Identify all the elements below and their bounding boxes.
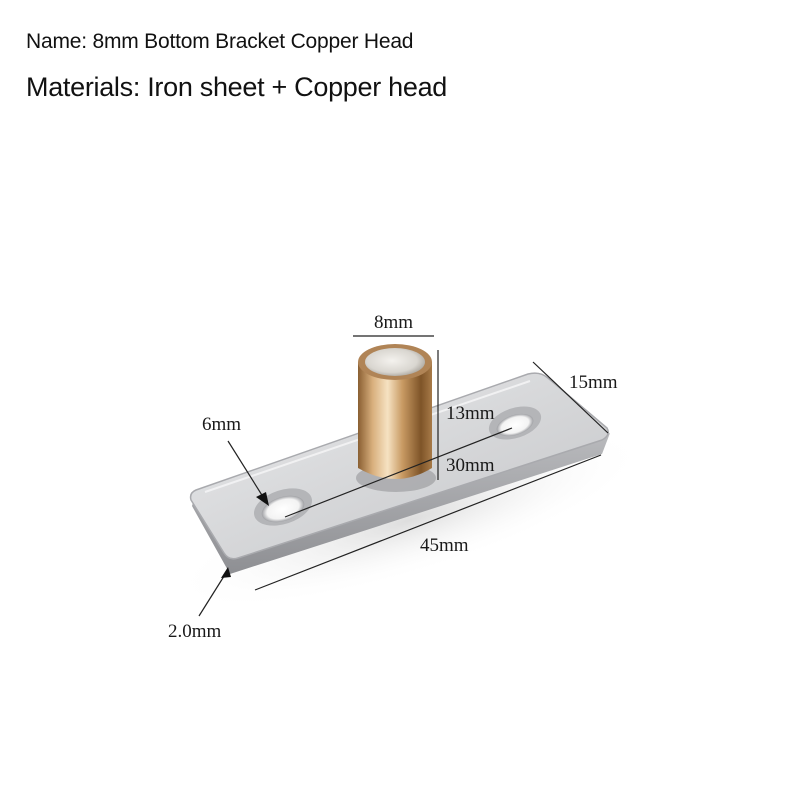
left-hole [261,495,305,523]
arrow-head-thickness [221,567,231,578]
label-plate-thickness: 2.0mm [168,621,222,642]
dim-line-plate-thickness [198,572,227,617]
label-plate-width: 15mm [569,372,618,393]
dim-line-plate-length [254,454,602,591]
product-materials: Materials: Iron sheet + Copper head [26,72,447,102]
product-name: Name: 8mm Bottom Bracket Copper Head [26,30,414,53]
label-plate-length: 45mm [420,535,469,556]
label-hole-diameter: 6mm [202,414,242,435]
dim-line-hole-spacing [284,427,513,518]
label-hole-spacing: 30mm [446,455,495,476]
dim-line-plate-width [532,361,609,434]
copper-pin [358,362,432,479]
dim-line-hole-diameter [227,440,266,501]
label-pin-diameter: 8mm [374,312,414,333]
copper-pin-cap [365,348,425,376]
label-pin-height: 13mm [446,403,495,424]
arrow-head-hole [256,492,269,506]
